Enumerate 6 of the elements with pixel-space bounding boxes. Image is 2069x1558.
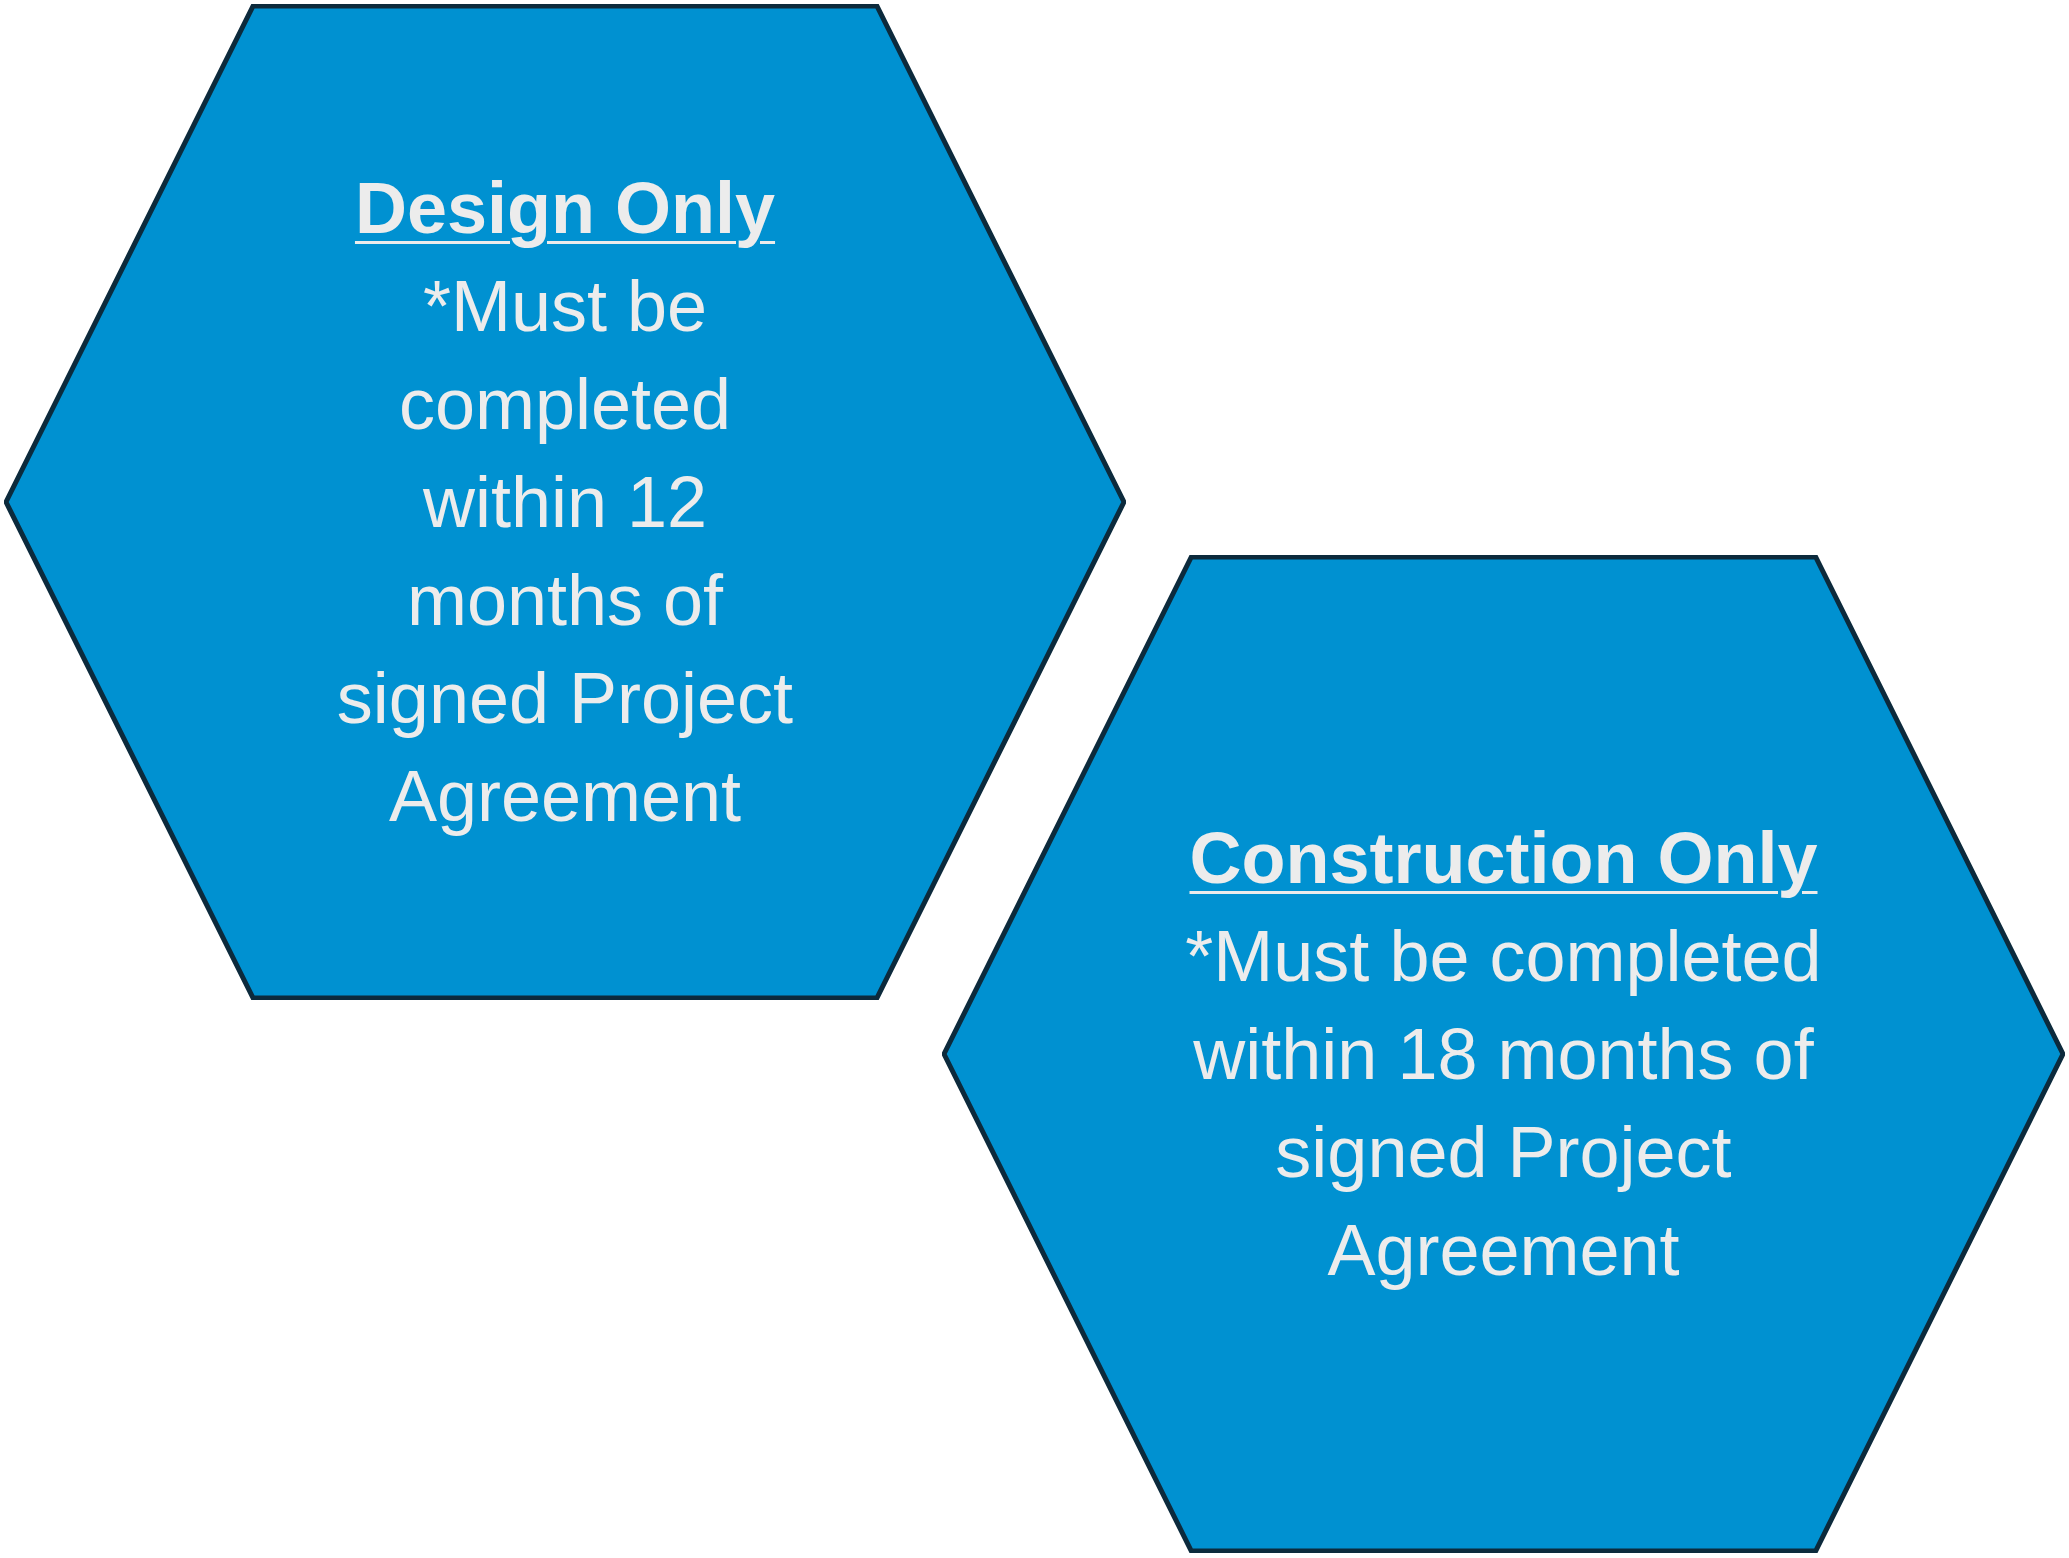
heading: Design Only <box>354 167 776 250</box>
hexagon-shape <box>4 4 1126 1000</box>
body-text: *Must be completed within 12 months of signed Project Agreement <box>335 265 795 838</box>
heading: Construction Only <box>1189 817 1818 900</box>
body-text: *Must be completed within 18 months of signed Project Agreement <box>1184 915 1823 1292</box>
hexagon-shape <box>942 555 2065 1553</box>
